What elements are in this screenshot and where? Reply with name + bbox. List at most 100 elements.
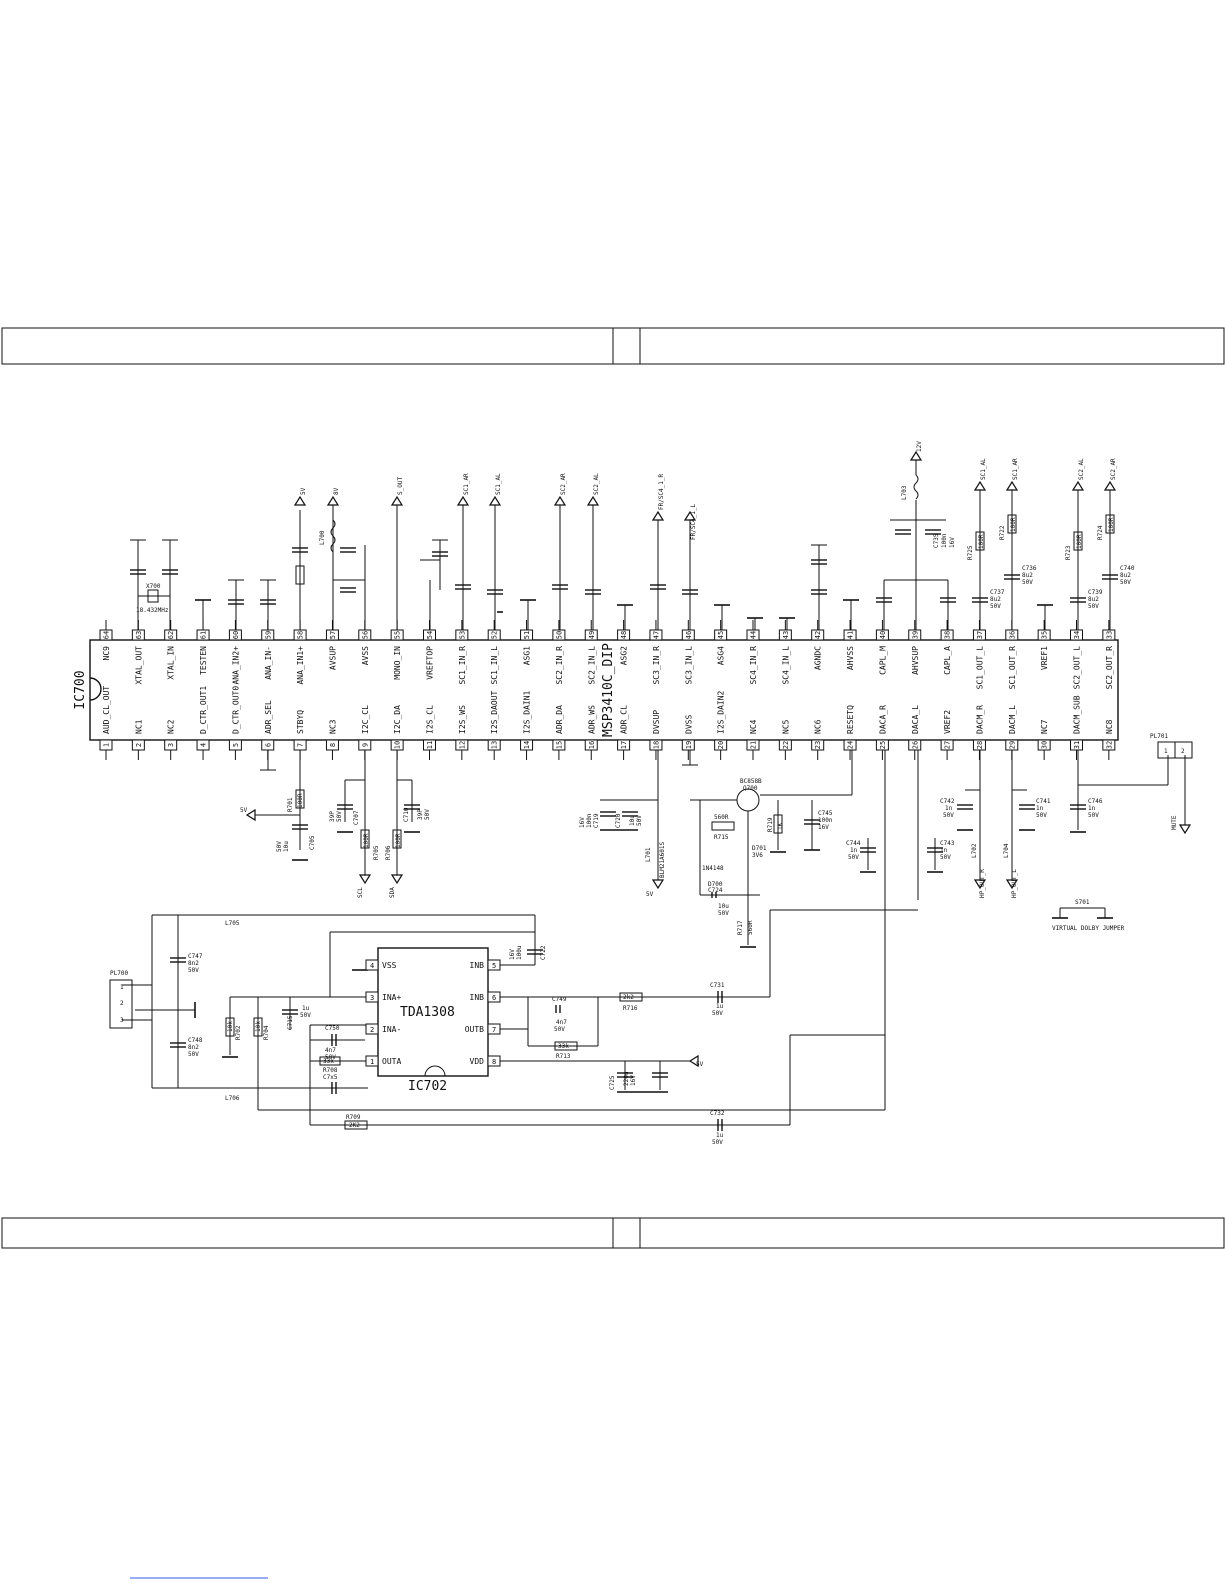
ic700-pin-name: NC5 bbox=[781, 719, 790, 734]
ic700-pin-number: 6 bbox=[264, 743, 272, 747]
ic700-pin-name: RESETQ bbox=[846, 705, 855, 734]
r713-label: R713 bbox=[556, 1053, 571, 1060]
c747-value: 8n2 bbox=[188, 960, 199, 967]
ic700-pin-number: 5 bbox=[232, 743, 240, 747]
net-5v-top: 5V bbox=[300, 487, 307, 495]
r716-label: R716 bbox=[623, 1005, 638, 1012]
c747-voltage: 50V bbox=[188, 967, 199, 974]
c707-label: C707 bbox=[353, 810, 360, 825]
ic700-pin-name: ADR_DA bbox=[555, 705, 564, 734]
ic702-pin-number: 2 bbox=[370, 1026, 374, 1034]
s701-label: S701 bbox=[1075, 899, 1090, 906]
ic700-pin-number: 17 bbox=[620, 741, 628, 749]
c731-value: 1u bbox=[716, 1003, 724, 1010]
ic700-pin-name: TESTEN bbox=[199, 646, 208, 675]
c742-label: C742 bbox=[940, 798, 955, 805]
ic700-pin-name: ANA_IN- bbox=[264, 646, 273, 680]
ic700-pin-number: 27 bbox=[944, 741, 952, 749]
c749-label: C749 bbox=[552, 996, 567, 1003]
r713-value: 33k bbox=[558, 1043, 569, 1050]
c732-value: 1u bbox=[716, 1132, 724, 1139]
ic700-pin-number: 38 bbox=[944, 631, 952, 639]
ic700-pin-number: 33 bbox=[1105, 631, 1113, 639]
ic700-pin-name: ADR_WS bbox=[587, 705, 596, 734]
net-sc2al: SC2_AL bbox=[593, 473, 600, 495]
ic700-pin-27: 27 VREF2 bbox=[940, 710, 954, 760]
pl700-pin-3: 3 bbox=[120, 1017, 124, 1024]
c739-label: C739 bbox=[1088, 589, 1103, 596]
x700-label: X700 bbox=[146, 583, 161, 590]
pl700-label: PL700 bbox=[110, 970, 128, 977]
component-labels: X700 18.432MHz L700 L703 5V 8V S_OUT SC1… bbox=[110, 441, 1185, 1146]
c732-voltage: 50V bbox=[712, 1139, 723, 1146]
ic700-pin-number: 9 bbox=[361, 743, 369, 747]
ic700-pin-name: DACM_SUB bbox=[1073, 695, 1082, 734]
ic700-bottom-pins: 1AUD_CL_OUT2NC13NC24D_CTR_OUT15D_CTR_OUT… bbox=[99, 686, 1116, 760]
net-sc1ar-out: SC1_AR bbox=[1012, 458, 1019, 480]
r719-label: R719 bbox=[767, 817, 774, 832]
net-hp-l: HP_OUT_L bbox=[1011, 869, 1018, 898]
net-12v-top: 12V bbox=[916, 441, 923, 452]
ic700-pin-number: 28 bbox=[976, 741, 984, 749]
r709-label: R709 bbox=[346, 1114, 361, 1121]
net-sc2ar-out: SC2_AR bbox=[1110, 458, 1117, 480]
c731-voltage: 50V bbox=[712, 1010, 723, 1017]
ic700-pin-name: NC4 bbox=[749, 719, 758, 734]
ic702-pin-name: OUTB bbox=[465, 1025, 484, 1034]
ic700-pin-name: AVSUP bbox=[328, 646, 337, 670]
ic700-pin-number: 35 bbox=[1041, 631, 1049, 639]
ic700-pin-number: 12 bbox=[458, 741, 466, 749]
ic700-pin-number: 10 bbox=[394, 741, 402, 749]
r723-value: 100R bbox=[1076, 534, 1083, 549]
ic700-pin-number: 1 bbox=[103, 743, 111, 747]
pl700-pin-2: 2 bbox=[120, 1000, 124, 1007]
ic700-pin-number: 51 bbox=[523, 631, 531, 639]
r705-value: 100R bbox=[363, 833, 370, 848]
ic700-pin-name: VREF2 bbox=[943, 710, 952, 734]
ic700-pin-number: 39 bbox=[911, 631, 919, 639]
c749-value: 4n7 bbox=[556, 1019, 567, 1026]
r717-label: R717 bbox=[737, 920, 744, 935]
ic700-pin-name: I2C_CL bbox=[361, 705, 370, 734]
ic700-pin-name: SC2_OUT_L bbox=[1073, 646, 1082, 690]
ic702-pin-name: INA+ bbox=[382, 993, 401, 1002]
r716-value: 2k2 bbox=[623, 994, 634, 1001]
ic700-pin-number: 49 bbox=[588, 631, 596, 639]
c725-voltage: 16V bbox=[630, 1075, 637, 1086]
c720-value: 10u bbox=[629, 815, 636, 826]
ic702-pin-name: OUTA bbox=[382, 1057, 401, 1066]
c741-value: 1n bbox=[1036, 805, 1044, 812]
ic700-pin-name: SC2_IN_L bbox=[587, 646, 596, 685]
net-fr-l: FR/SC4_1_L bbox=[690, 503, 697, 540]
ic700-pin-name: AGNDC bbox=[814, 646, 823, 670]
c731-label: C731 bbox=[710, 982, 725, 989]
c736-voltage: 50V bbox=[1022, 579, 1033, 586]
ic700-pin-number: 55 bbox=[394, 631, 402, 639]
s701-description: VIRTUAL DOLBY JUMPER bbox=[1052, 925, 1125, 932]
ic700-pin-name: I2S_DAIN2 bbox=[717, 690, 726, 734]
ic700-pin-name: VREF1 bbox=[1040, 646, 1049, 670]
ic700-pin-name: DACM_L bbox=[1008, 705, 1017, 734]
ic700-pin-name: NC9 bbox=[102, 646, 111, 661]
ic700-pin-number: 62 bbox=[167, 631, 175, 639]
c745-voltage: 16V bbox=[818, 824, 829, 831]
ic702-pin-name: VDD bbox=[470, 1057, 485, 1066]
ic700-pin-number: 26 bbox=[911, 741, 919, 749]
ic700-pin-name: SC4_IN_L bbox=[781, 646, 790, 685]
net-sif-top: S_OUT bbox=[397, 477, 404, 495]
q700-ref: Q700 bbox=[743, 785, 758, 792]
r725-label: R725 bbox=[967, 545, 974, 560]
